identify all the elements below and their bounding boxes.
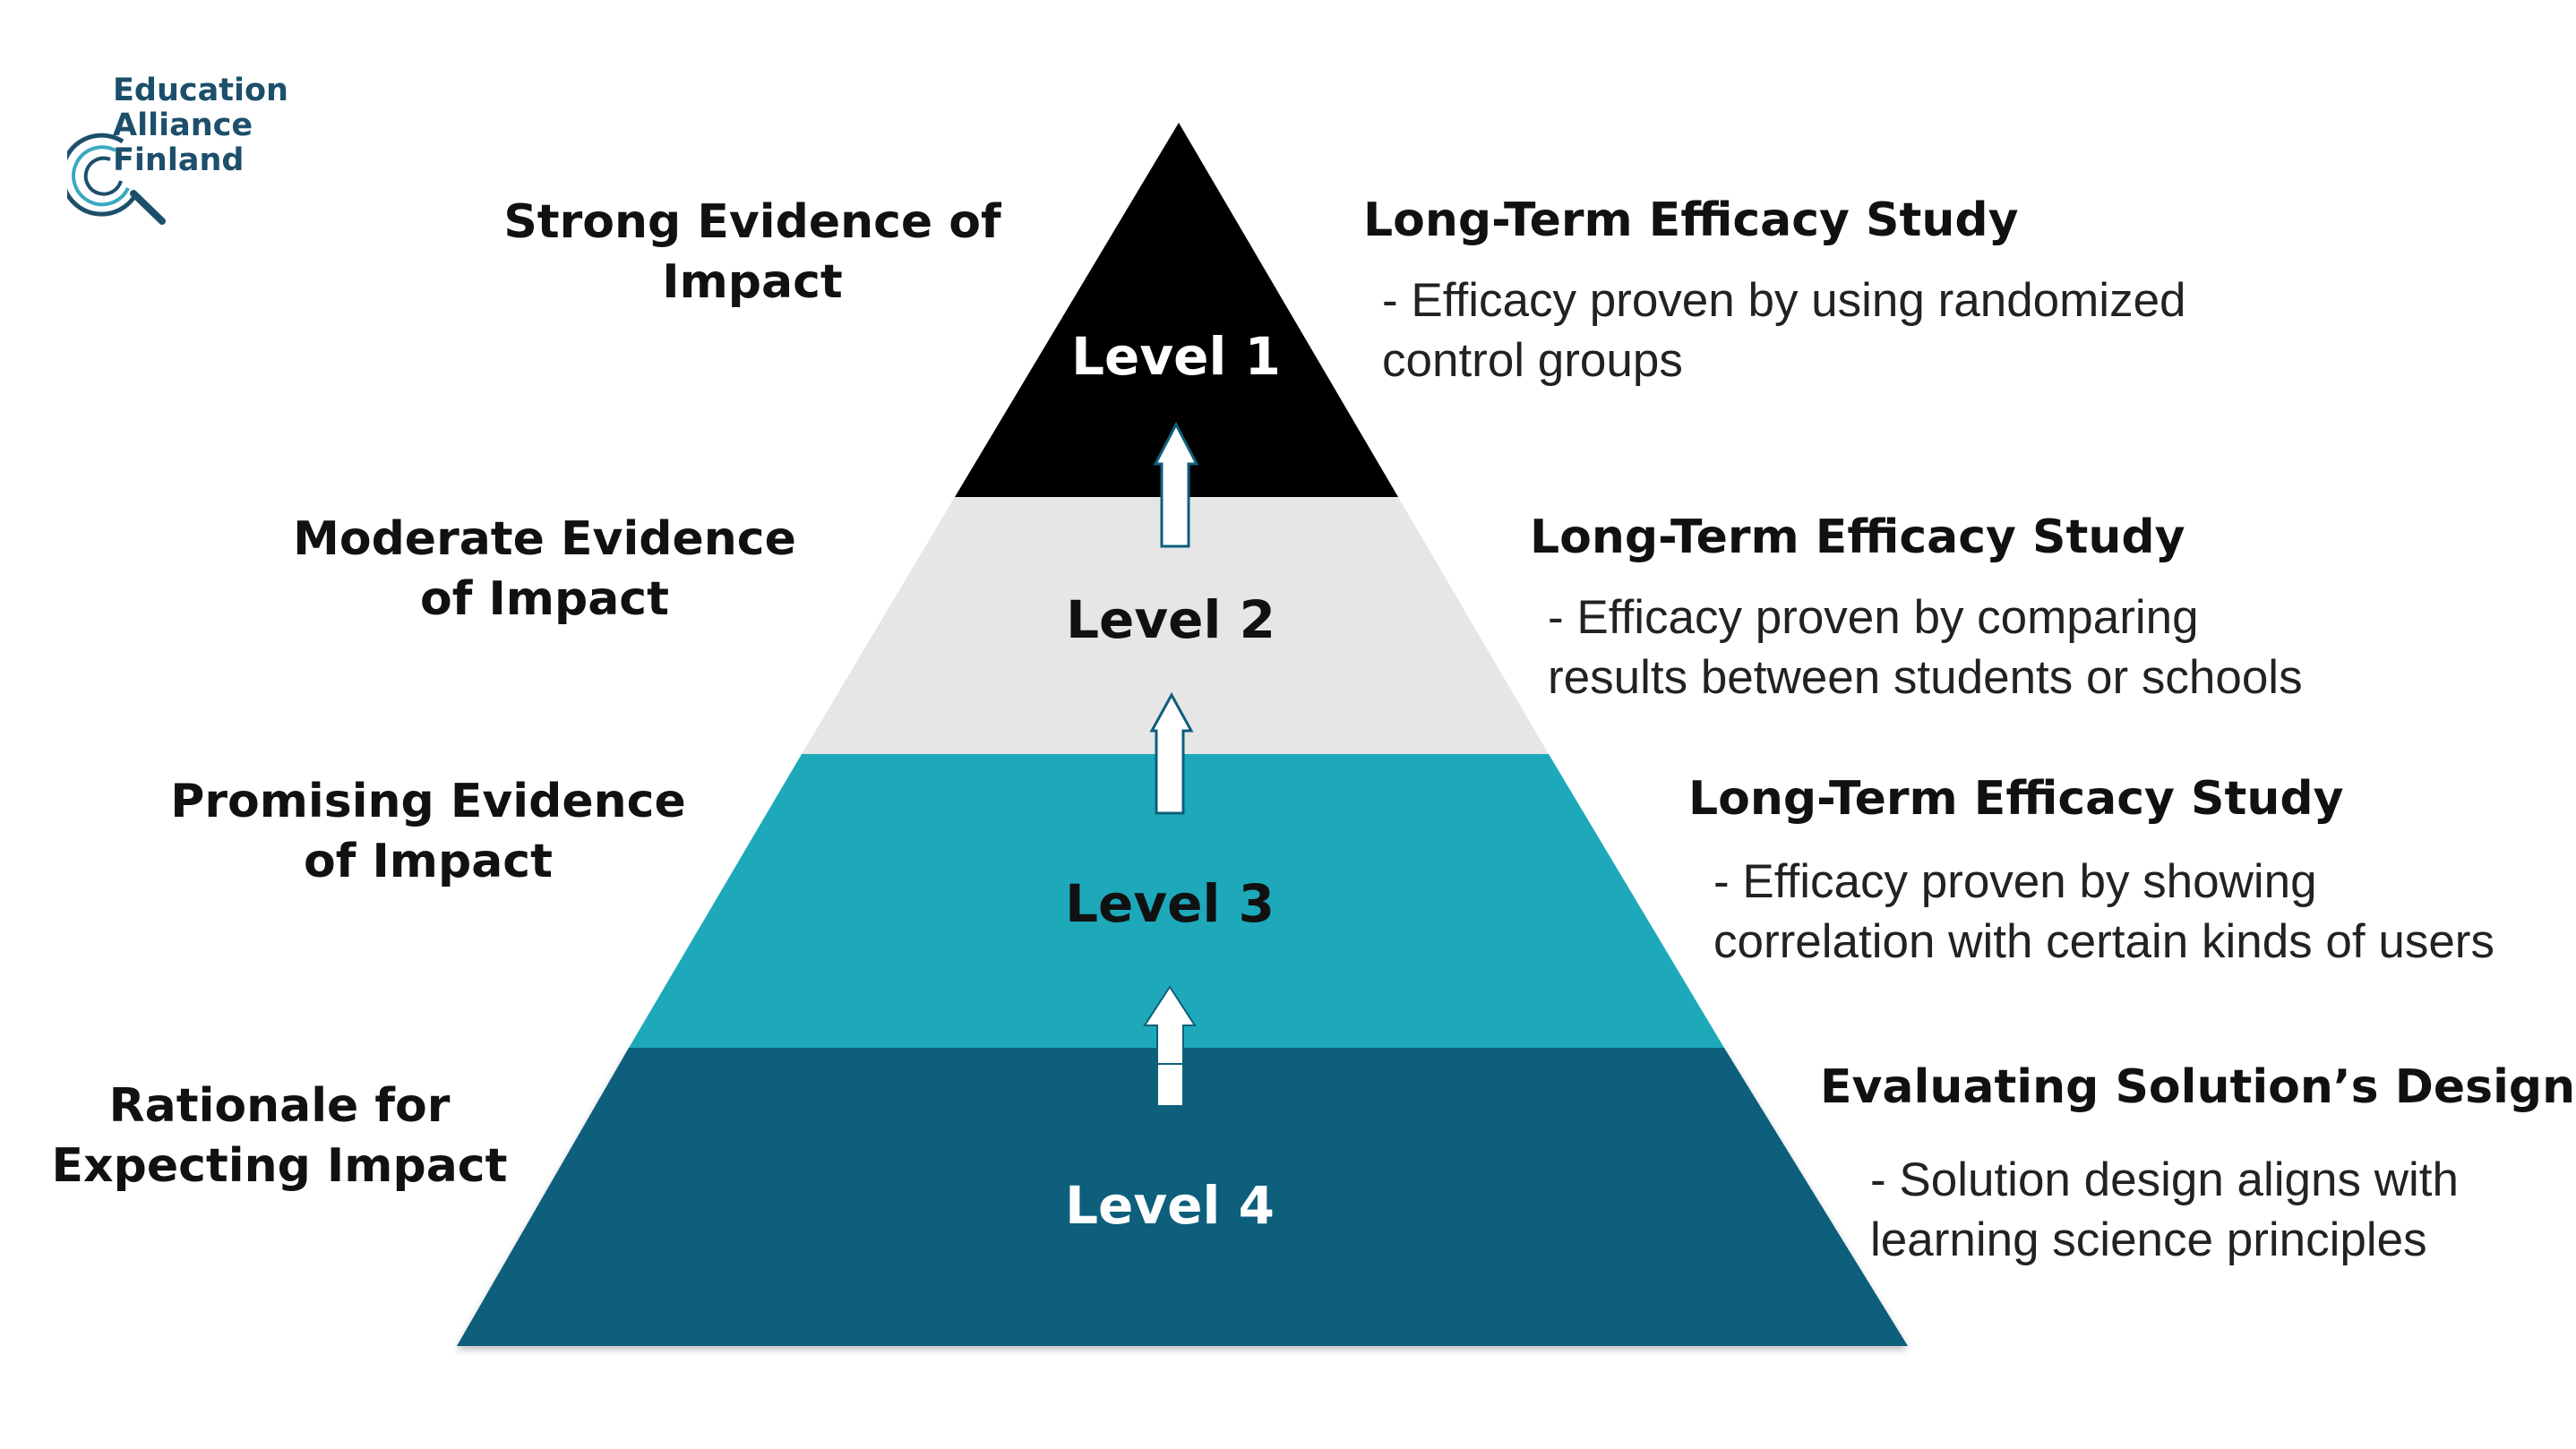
- level-4-study-title: Evaluating Solution’s Design: [1820, 1060, 2576, 1114]
- up-arrow-icon: [1153, 421, 1199, 548]
- up-arrow-icon: [1143, 985, 1197, 1107]
- level-4-label: Level 4: [1065, 1175, 1275, 1236]
- level-2-study-title: Long-Term Efficacy Study: [1530, 510, 2185, 564]
- pyramid-level-1-band: [955, 123, 1398, 497]
- level-3-study-title: Long-Term Efficacy Study: [1688, 772, 2344, 826]
- up-arrow-icon: [1149, 691, 1194, 815]
- level-3-label: Level 3: [1065, 873, 1275, 934]
- level-1-label: Level 1: [1071, 326, 1281, 387]
- pyramid-level-4-band: [457, 1048, 1908, 1346]
- pyramid-level-3-band: [629, 754, 1724, 1048]
- level-2-label: Level 2: [1066, 589, 1275, 650]
- level-1-study-title: Long-Term Efficacy Study: [1363, 193, 2019, 247]
- pyramid-level-2-band: [802, 497, 1549, 754]
- magnifier-icon: [67, 133, 166, 225]
